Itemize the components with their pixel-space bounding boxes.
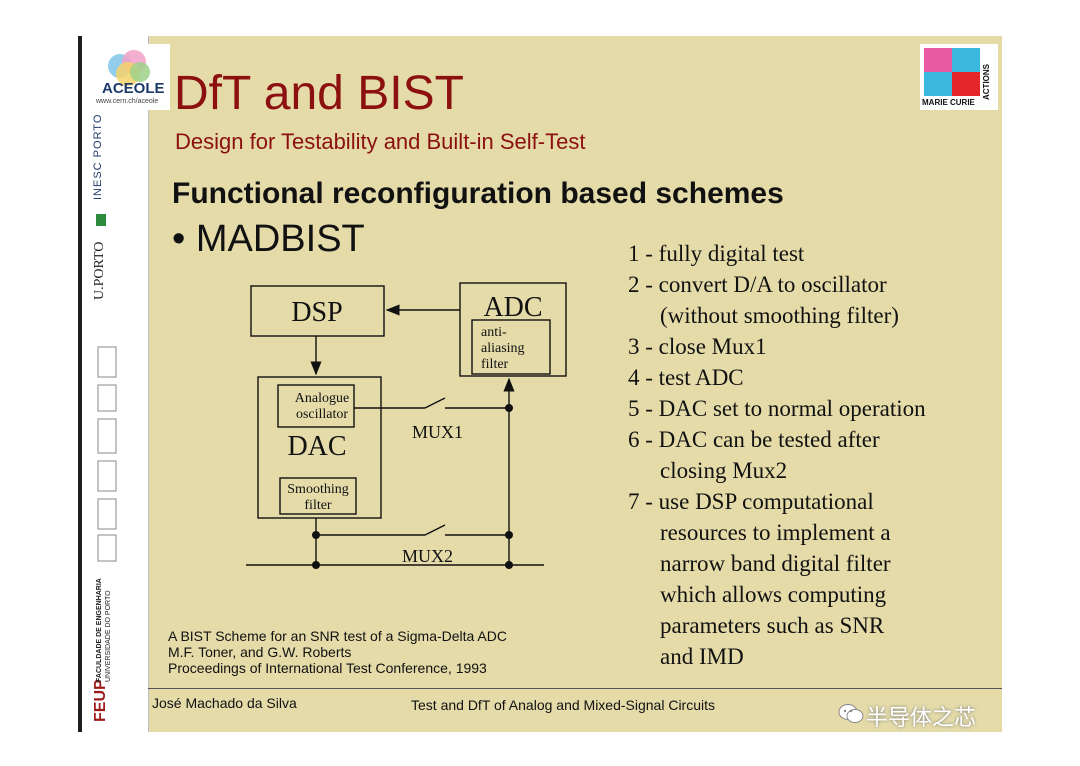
dsp-box (250, 285, 385, 337)
adc-label: ADC (483, 292, 542, 323)
mux1-label: MUX1 (412, 422, 463, 442)
junction-dot-dac (312, 531, 320, 539)
step-item: 5 - DAC set to normal operation (628, 396, 926, 421)
smoothing-label-1: Smoothing (287, 482, 348, 497)
step-item: 1 - fully digital test (628, 241, 805, 266)
step-item: parameters such as SNR (660, 613, 885, 638)
mux2-switch (424, 524, 446, 536)
wechat-icon (838, 702, 864, 724)
inesc-mark-icon (96, 214, 106, 226)
smoothing-label-2: filter (304, 498, 332, 513)
mc-tile-icon (952, 72, 980, 96)
step-item: 7 - use DSP computational (628, 489, 874, 514)
oscillator-label-1: Analogue (295, 391, 349, 406)
aceole-logo: ACEOLE www.cern.ch/aceole (90, 44, 170, 110)
step-item: and IMD (660, 644, 744, 669)
aceole-label: ACEOLE (102, 80, 165, 97)
step-item: (without smoothing filter) (660, 303, 899, 328)
footer-course: Test and DfT of Analog and Mixed-Signal … (411, 697, 716, 713)
marie-curie-logo: MARIE CURIE ACTIONS (920, 44, 998, 110)
step-item: closing Mux2 (660, 458, 788, 483)
sidebar (78, 36, 149, 732)
aceole-circles-icon (108, 50, 150, 86)
building-graphic (96, 345, 118, 565)
reference-block: A BIST Scheme for an SNR test of a Sigma… (168, 628, 507, 676)
watermark-text: 半导体之芯 (866, 705, 977, 730)
dac-label: DAC (287, 431, 346, 462)
marie-curie-label: MARIE CURIE (922, 98, 975, 107)
junction-dot-bus-dac (312, 561, 320, 569)
steps-list: 1 - fully digital test 2 - convert D/A t… (628, 238, 926, 672)
sidebar-edge (78, 36, 82, 732)
slide-title: DfT and BIST (174, 67, 464, 120)
oscillator-box (277, 384, 355, 428)
anti-aliasing-label-3: filter (481, 357, 509, 372)
step-item: 3 - close Mux1 (628, 334, 767, 359)
step-item: narrow band digital filter (660, 551, 891, 576)
anti-aliasing-label-2: aliasing (481, 341, 525, 356)
oscillator-label-2: oscillator (296, 407, 348, 422)
reference-line: M.F. Toner, and G.W. Roberts (168, 644, 352, 660)
slide-background (78, 36, 1002, 732)
junction-dot-mux2 (505, 531, 513, 539)
step-item: 2 - convert D/A to oscillator (628, 272, 887, 297)
mc-tile-icon (924, 72, 952, 96)
section-heading: Functional reconfiguration based schemes (172, 177, 784, 210)
footer-divider (148, 688, 1002, 689)
junction-dot-bus (505, 561, 513, 569)
adc-box (459, 282, 567, 377)
mc-tile-icon (924, 48, 952, 72)
mc-tile-icon (952, 48, 980, 72)
step-item: which allows computing (660, 582, 887, 607)
mux2-label: MUX2 (402, 546, 453, 566)
smoothing-filter-box (279, 477, 357, 515)
bullet-madbist: • MADBIST (172, 218, 365, 260)
step-item: resources to implement a (660, 520, 891, 545)
step-item: 4 - test ADC (628, 365, 744, 390)
reference-line: Proceedings of International Test Confer… (168, 660, 487, 676)
slide-subtitle: Design for Testability and Built-in Self… (175, 129, 586, 154)
dsp-label: DSP (291, 297, 342, 328)
step-item: 6 - DAC can be tested after (628, 427, 880, 452)
anti-aliasing-label-1: anti- (481, 325, 507, 340)
mux1-switch (424, 397, 446, 409)
dac-box (257, 376, 382, 519)
reference-line: A BIST Scheme for an SNR test of a Sigma… (168, 628, 507, 644)
aceole-url: www.cern.ch/aceole (96, 98, 159, 105)
anti-aliasing-box (471, 319, 551, 375)
footer-author: José Machado da Silva (152, 695, 297, 711)
junction-dot-mux1 (505, 404, 513, 412)
